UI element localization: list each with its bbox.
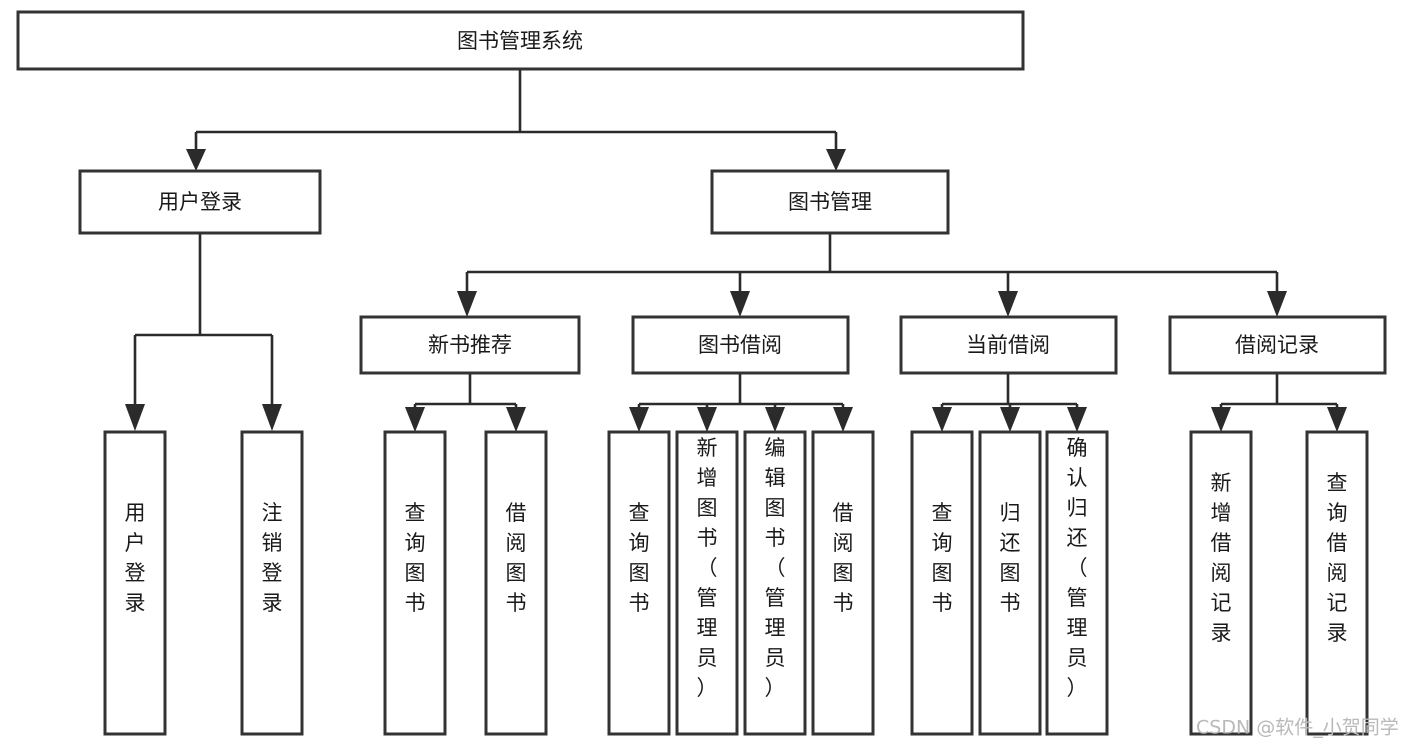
leaf-current-borrow-1-label: 查询图书 <box>932 501 953 615</box>
leaf-book-borrow-1-label: 查询图书 <box>629 501 650 615</box>
arrow-head-icon <box>730 291 750 317</box>
node-book-management-box[interactable] <box>710 169 950 235</box>
leaf-new-book-2[interactable]: 借阅图书 <box>484 430 548 736</box>
arrow-head-icon <box>932 407 952 432</box>
leaf-new-book-2-label: 借阅图书 <box>506 501 527 615</box>
leaf-current-borrow-3[interactable]: 确认归还（管理员） <box>1045 430 1109 736</box>
leaf-new-book-1[interactable]: 查询图书 <box>383 430 447 736</box>
arrow-head-icon <box>1211 407 1231 432</box>
node-current-borrow-box[interactable] <box>899 315 1118 375</box>
leaf-user-login-2-box[interactable] <box>240 430 304 736</box>
arrow-head-icon <box>125 404 145 431</box>
leaf-current-borrow-2-box[interactable] <box>978 430 1042 736</box>
node-root-label: 图书管理系统 <box>457 29 583 53</box>
leaf-user-login-1-box[interactable] <box>103 430 167 736</box>
leaf-current-borrow-3-box[interactable] <box>1045 430 1109 736</box>
arrow-head-icon <box>765 407 785 432</box>
node-new-book-recommend-label: 新书推荐 <box>428 333 512 357</box>
arrow-head-icon <box>186 149 206 171</box>
arrow-head-icon <box>1327 407 1347 432</box>
arrow-head-icon <box>506 407 526 432</box>
leaf-borrow-record-1-label: 新增借阅记录 <box>1211 471 1232 645</box>
node-borrow-record-label: 借阅记录 <box>1235 333 1319 357</box>
arrow-head-icon <box>833 407 853 432</box>
leaf-book-borrow-2-box[interactable] <box>675 430 739 736</box>
leaf-book-borrow-4[interactable]: 借阅图书 <box>811 430 875 736</box>
leaf-user-login-2[interactable]: 注销登录 <box>240 430 304 736</box>
leaf-book-borrow-2[interactable]: 新增图书（管理员） <box>675 430 739 736</box>
leaf-current-borrow-2-label: 归还图书 <box>1000 501 1021 615</box>
connector-layer <box>125 69 1347 432</box>
node-book-borrow-label: 图书借阅 <box>698 333 782 357</box>
node-root[interactable]: 图书管理系统 <box>16 10 1025 71</box>
arrow-head-icon <box>1267 291 1287 317</box>
arrow-head-icon <box>405 407 425 432</box>
node-book-management-label: 图书管理 <box>788 190 872 214</box>
leaf-borrow-record-2-box[interactable] <box>1305 430 1369 736</box>
watermark-label: CSDN @软件_小贺同学 <box>1196 717 1399 739</box>
arrow-head-icon <box>1000 407 1020 432</box>
arrow-head-icon <box>1067 407 1087 432</box>
leaf-current-borrow-3-label: 确认归还（管理员） <box>1067 436 1088 700</box>
node-current-borrow-label: 当前借阅 <box>966 333 1050 357</box>
leaf-book-borrow-4-box[interactable] <box>811 430 875 736</box>
leaf-borrow-record-1[interactable]: 新增借阅记录 <box>1189 430 1253 736</box>
node-root-box[interactable] <box>16 10 1025 71</box>
leaf-borrow-record-2-label: 查询借阅记录 <box>1327 471 1348 645</box>
leaf-current-borrow-1-box[interactable] <box>910 430 974 736</box>
node-borrow-record[interactable]: 借阅记录 <box>1168 315 1387 375</box>
node-user-login-box[interactable] <box>78 169 322 235</box>
leaf-current-borrow-2[interactable]: 归还图书 <box>978 430 1042 736</box>
leaf-book-borrow-3-box[interactable] <box>743 430 807 736</box>
node-borrow-record-box[interactable] <box>1168 315 1387 375</box>
arrow-head-icon <box>629 407 649 432</box>
leaf-book-borrow-4-label: 借阅图书 <box>833 501 854 615</box>
leaf-new-book-1-box[interactable] <box>383 430 447 736</box>
leaf-book-borrow-3-label: 编辑图书（管理员） <box>765 436 786 700</box>
leaf-user-login-1-label: 用户登录 <box>125 501 146 615</box>
arrow-head-icon <box>998 291 1018 317</box>
leaf-borrow-record-2[interactable]: 查询借阅记录 <box>1305 430 1369 736</box>
leaf-book-borrow-2-label: 新增图书（管理员） <box>697 436 718 700</box>
node-book-borrow-box[interactable] <box>631 315 850 375</box>
node-current-borrow[interactable]: 当前借阅 <box>899 315 1118 375</box>
node-new-book-recommend-box[interactable] <box>359 315 581 375</box>
node-new-book-recommend[interactable]: 新书推荐 <box>359 315 581 375</box>
arrow-head-icon <box>697 407 717 432</box>
leaf-book-borrow-1[interactable]: 查询图书 <box>607 430 671 736</box>
node-user-login[interactable]: 用户登录 <box>78 169 322 235</box>
leaf-user-login-2-label: 注销登录 <box>262 501 283 615</box>
arrow-head-icon <box>826 149 846 171</box>
leaf-book-borrow-3[interactable]: 编辑图书（管理员） <box>743 430 807 736</box>
leaf-book-borrow-1-box[interactable] <box>607 430 671 736</box>
leaf-user-login-1[interactable]: 用户登录 <box>103 430 167 736</box>
arrow-head-icon <box>262 404 282 431</box>
node-user-login-label: 用户登录 <box>158 190 242 214</box>
leaf-borrow-record-1-box[interactable] <box>1189 430 1253 736</box>
node-book-borrow[interactable]: 图书借阅 <box>631 315 850 375</box>
leaf-new-book-1-label: 查询图书 <box>405 501 426 615</box>
leaf-current-borrow-1[interactable]: 查询图书 <box>910 430 974 736</box>
leaf-new-book-2-box[interactable] <box>484 430 548 736</box>
arrow-head-icon <box>457 291 477 317</box>
node-book-management[interactable]: 图书管理 <box>710 169 950 235</box>
